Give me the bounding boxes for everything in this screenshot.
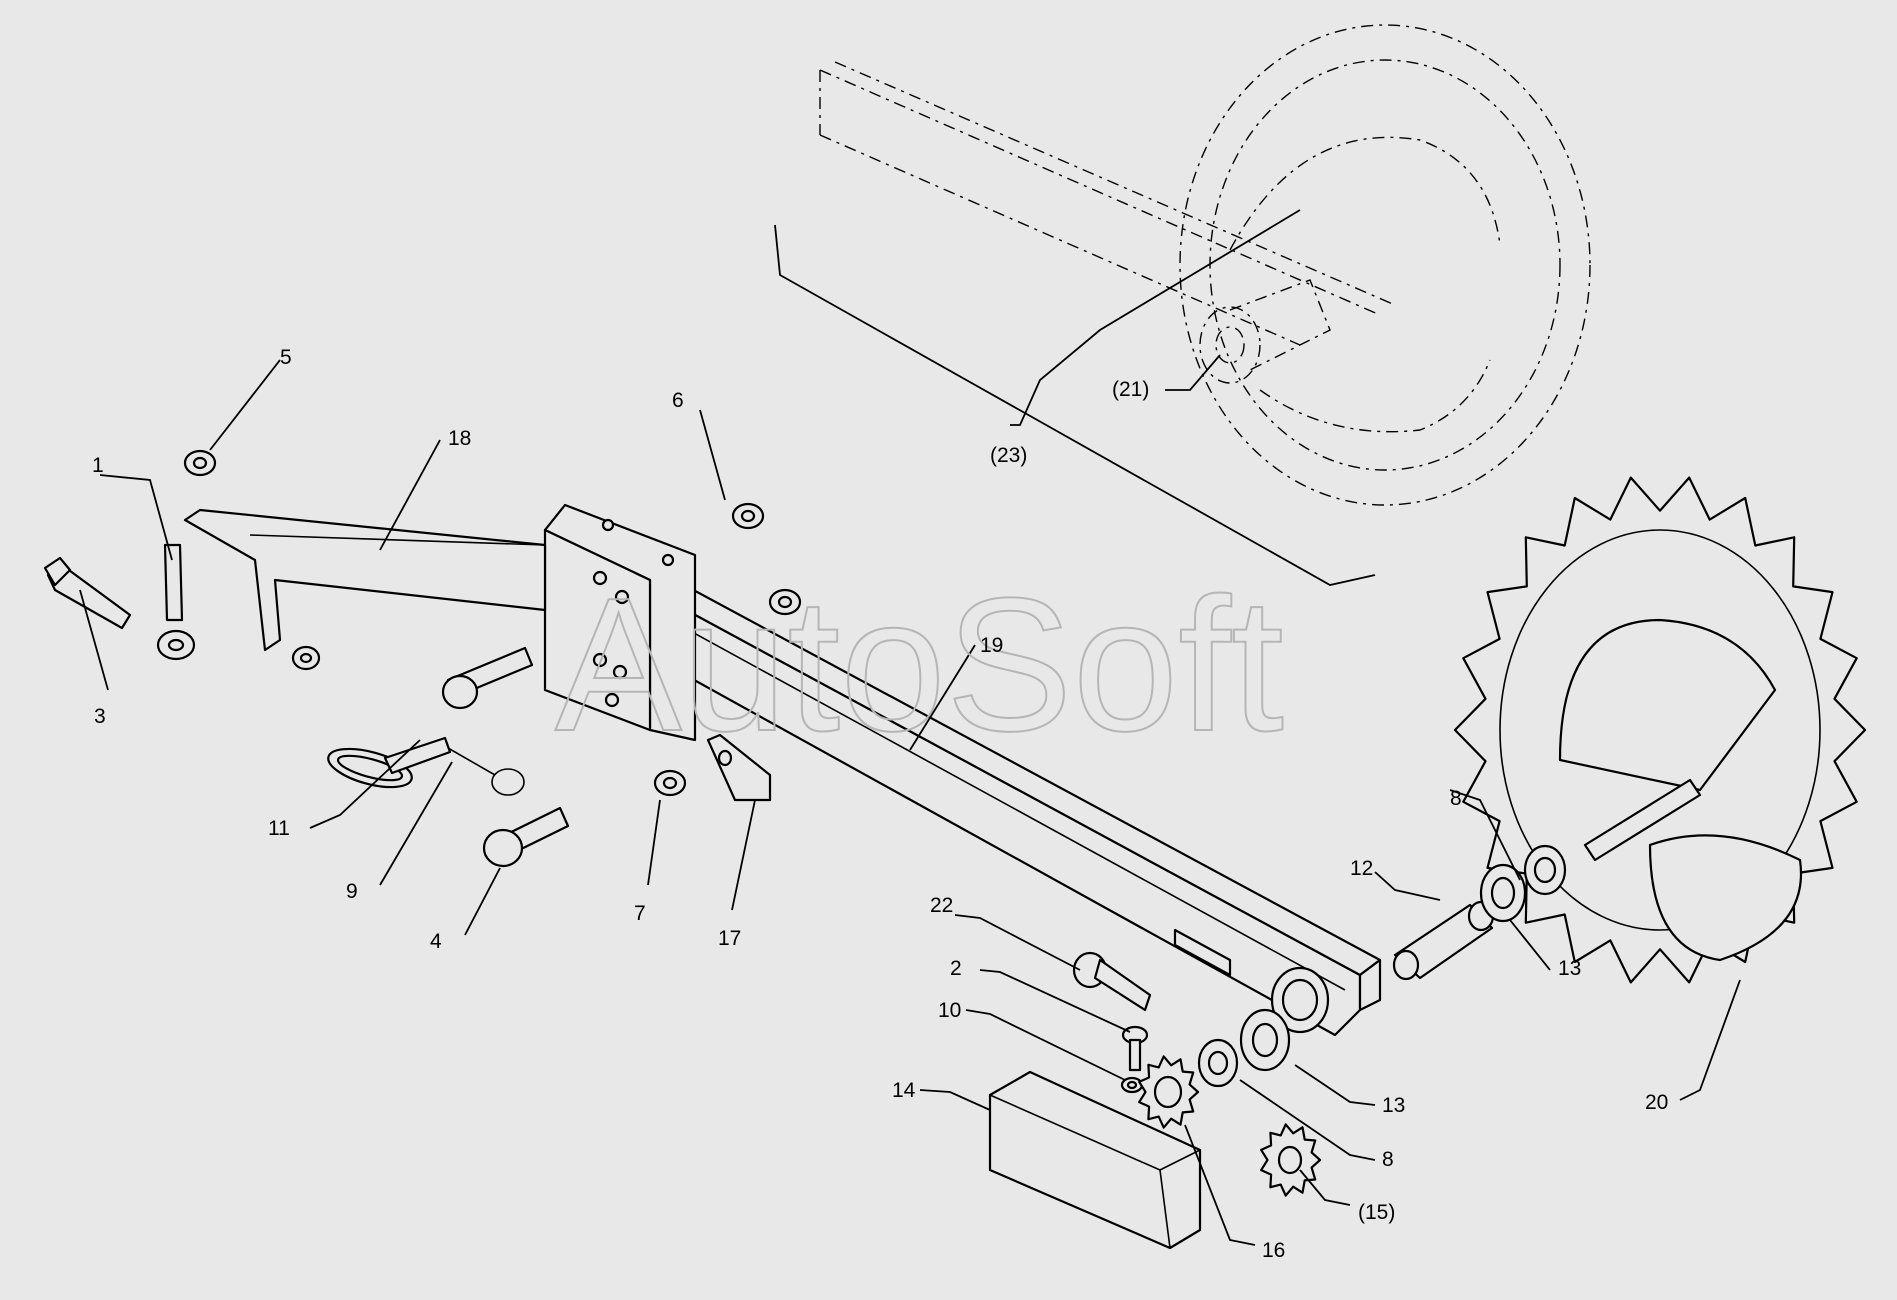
washer-8-right <box>1523 844 1567 896</box>
callout-12: 12 <box>1350 857 1373 880</box>
callout-labels: 1 2 3 4 5 6 7 8 8 9 10 11 12 13 13 14 (1… <box>92 346 1668 1262</box>
callout-13-right: 13 <box>1558 957 1581 980</box>
washer-10 <box>1120 1076 1144 1094</box>
bearing-13-left <box>1239 1008 1291 1072</box>
callout-15: (15) <box>1358 1201 1395 1224</box>
callout-14: 14 <box>892 1079 916 1102</box>
eye-bolt-1 <box>156 543 196 661</box>
nut-left-small <box>291 645 321 671</box>
bolt-upper <box>441 646 534 710</box>
frame-outline-line <box>774 224 1376 586</box>
ring-9 <box>447 747 525 796</box>
nut-upper-arm <box>768 588 802 616</box>
callout-9: 9 <box>346 880 358 903</box>
watermark-text: AutoSoft <box>555 559 1284 771</box>
bolt-4 <box>482 806 570 868</box>
nut-5 <box>183 449 217 477</box>
clip-17 <box>706 733 772 802</box>
callout-20: 20 <box>1645 1091 1668 1114</box>
main-arm-19 <box>638 570 1382 1037</box>
bolt-3 <box>43 556 132 630</box>
callout-6: 6 <box>672 389 684 412</box>
callout-17: 17 <box>718 927 741 950</box>
screw-22 <box>1072 951 1152 1012</box>
cover-14 <box>988 1070 1202 1250</box>
sprocket-16 <box>1138 1055 1200 1129</box>
callout-8-left: 8 <box>1382 1148 1394 1171</box>
callout-5: 5 <box>280 346 292 369</box>
phantom-sprocket <box>1179 24 1591 506</box>
callout-18: 18 <box>448 427 471 450</box>
phantom-frame-beam <box>819 61 1396 346</box>
callout-16: 16 <box>1262 1239 1285 1262</box>
callout-11: 11 <box>268 817 290 840</box>
link-18 <box>183 508 547 652</box>
mounting-bracket <box>543 503 697 742</box>
callout-8-right: 8 <box>1450 787 1462 810</box>
callout-21: (21) <box>1112 378 1149 401</box>
leader-lines <box>79 209 1741 1246</box>
callout-22: 22 <box>930 894 953 917</box>
sprocket-15 <box>1260 1123 1322 1197</box>
screw-2 <box>1121 1025 1149 1072</box>
stub-shaft <box>1583 778 1702 862</box>
callout-2: 2 <box>950 957 962 980</box>
axle-12 <box>1392 900 1495 981</box>
callout-4: 4 <box>430 930 442 953</box>
callout-1: 1 <box>92 454 104 477</box>
callout-13-left: 13 <box>1382 1094 1405 1117</box>
callout-3: 3 <box>94 705 106 728</box>
washer-8-left <box>1197 1038 1239 1088</box>
bearing-13-right <box>1479 863 1527 923</box>
callout-10: 10 <box>938 999 961 1022</box>
nut-7 <box>653 769 687 797</box>
callout-7: 7 <box>634 902 646 925</box>
callout-23: (23) <box>990 444 1027 467</box>
callout-19: 19 <box>980 634 1003 657</box>
clevis-pin-11 <box>327 736 452 789</box>
nut-6 <box>731 502 765 530</box>
